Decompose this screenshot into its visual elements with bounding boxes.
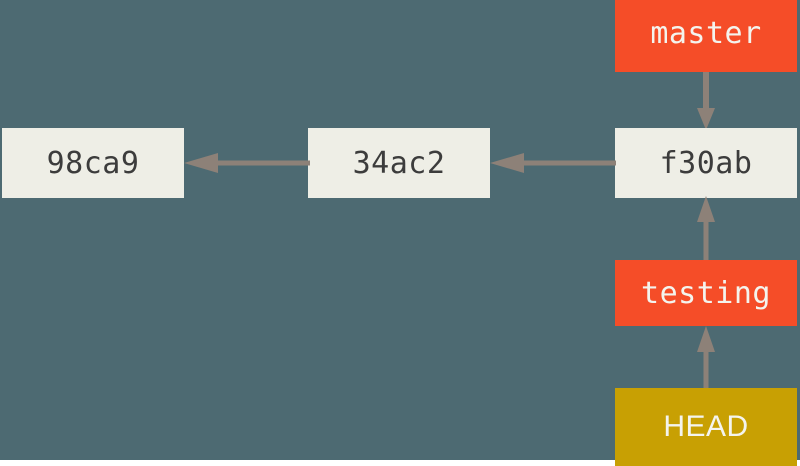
arrow-34ac2-to-98ca9 (184, 152, 310, 174)
arrow-head-to-testing (696, 326, 716, 390)
arrow-master-to-f30ab (696, 72, 716, 130)
head-pointer-text: HEAD (663, 410, 749, 443)
arrow-testing-to-f30ab (696, 196, 716, 262)
head-pointer[interactable]: HEAD (615, 388, 797, 466)
branch-label-testing-text: testing (641, 275, 771, 311)
branch-label-master-text: master (650, 15, 762, 51)
branch-label-testing[interactable]: testing (615, 260, 797, 326)
commit-node-f30ab[interactable]: f30ab (615, 128, 797, 198)
arrow-f30ab-to-34ac2 (490, 152, 616, 174)
commit-node-98ca9[interactable]: 98ca9 (2, 128, 184, 198)
commit-label-f30ab: f30ab (659, 145, 753, 181)
commit-label-98ca9: 98ca9 (46, 145, 140, 181)
commit-node-34ac2[interactable]: 34ac2 (308, 128, 490, 198)
commit-label-34ac2: 34ac2 (352, 145, 446, 181)
branch-label-master[interactable]: master (615, 0, 797, 72)
